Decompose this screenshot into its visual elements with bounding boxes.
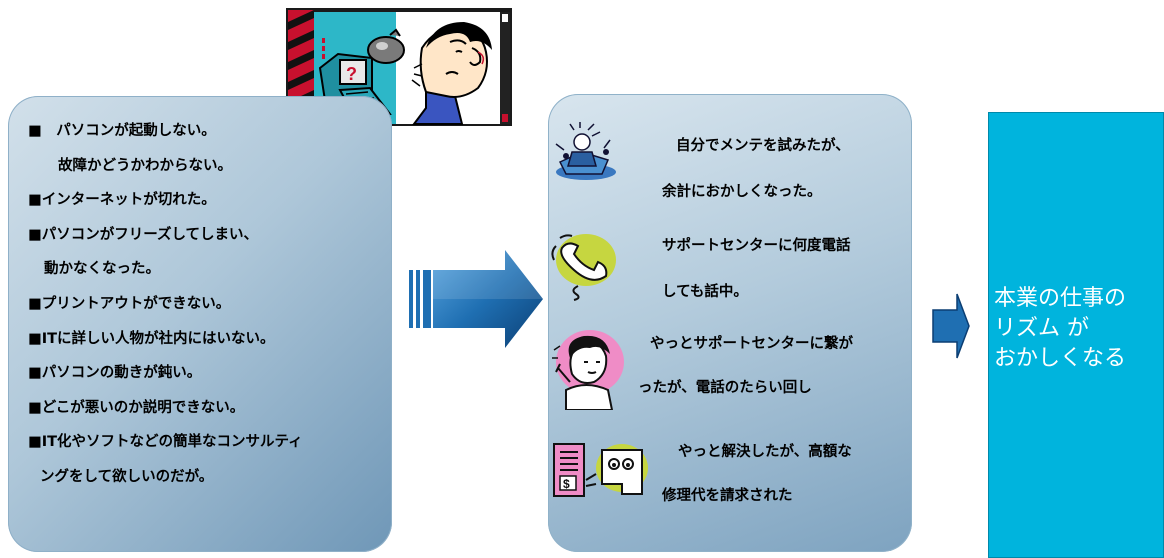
problem-line: ■プリントアウトができない。 xyxy=(28,295,231,312)
svg-text:?: ? xyxy=(346,64,357,84)
phone-operator-icon xyxy=(550,328,626,411)
problem-line: ■どこが悪いのか説明できない。 xyxy=(28,399,245,416)
problem-line: ■インターネットが切れた。 xyxy=(28,192,216,209)
svg-text:$: $ xyxy=(563,477,570,491)
problem-line: ■IT化やソフトなどの簡単なコンサルティ xyxy=(28,434,303,451)
problem-line: ■ パソコンが起動しない。 xyxy=(28,123,216,139)
result-line: リズム が xyxy=(994,316,1089,341)
arrow-right-icon xyxy=(409,250,543,348)
result-text: 本業の仕事の リズム が おかしくなる xyxy=(994,284,1126,374)
arrow-right-icon xyxy=(931,290,971,362)
consequence-text: 自分でメンテを試みたが、 xyxy=(676,138,850,154)
broken-machine-icon xyxy=(552,122,618,182)
problem-line: ングをして欲しいのだが。 xyxy=(40,468,214,485)
invoice-icon: $ xyxy=(550,440,650,502)
problem-list: ■ パソコンが起動しない。 故障かどうかわからない。 ■インターネットが切れた。… xyxy=(28,114,388,495)
problem-line: ■ITに詳しい人物が社内にはいない。 xyxy=(28,330,275,347)
problem-line: ■パソコンがフリーズしてしまい、 xyxy=(28,226,259,243)
consequence-text: やっと解決したが、高額な xyxy=(678,444,852,460)
problem-line: 動かなくなった。 xyxy=(44,261,160,278)
problem-line: ■パソコンの動きが鈍い。 xyxy=(28,365,202,382)
problem-line: 故障かどうかわからない。 xyxy=(58,157,232,174)
consequence-text: 余計におかしくなった。 xyxy=(662,184,822,200)
problems-panel: ■ パソコンが起動しない。 故障かどうかわからない。 ■インターネットが切れた。… xyxy=(8,96,392,552)
consequence-text: 修理代を請求された xyxy=(662,488,793,504)
phone-icon xyxy=(548,230,618,302)
consequence-text: サポートセンターに何度電話 xyxy=(662,238,851,254)
consequence-text: ったが、電話のたらい回し xyxy=(638,380,812,396)
consequences-panel: 自分でメンテを試みたが、 余計におかしくなった。 サポートセンターに何度電話 し… xyxy=(548,94,912,552)
result-line: 本業の仕事の xyxy=(994,286,1127,311)
result-box: 本業の仕事の リズム が おかしくなる xyxy=(988,112,1164,558)
consequence-text: しても話中。 xyxy=(662,284,748,300)
result-line: おかしくなる xyxy=(994,346,1127,371)
consequence-text: やっとサポートセンターに繋が xyxy=(650,336,853,352)
